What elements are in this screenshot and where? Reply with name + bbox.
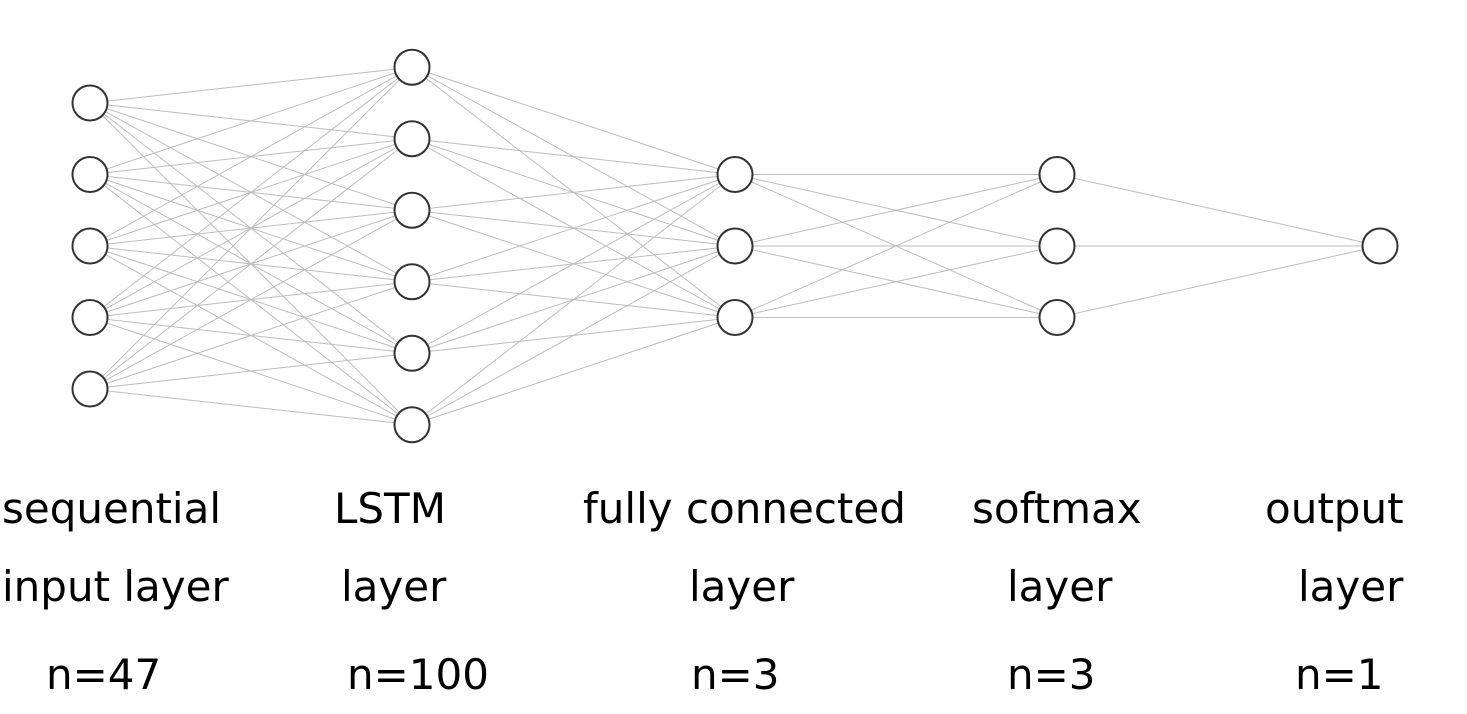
connection-input-5-to-lstm-3 — [89, 209, 413, 390]
lstm-layer-count: n=100 — [347, 650, 489, 699]
input-layer-count: n=47 — [46, 650, 162, 699]
connection-softmax-3-to-output-1 — [1056, 245, 1381, 318]
input-neuron-5 — [71, 370, 109, 408]
connection-input-5-to-lstm-6 — [89, 388, 413, 426]
softmax-neuron-1 — [1038, 156, 1076, 193]
lstm-layer-title-line2: layer — [341, 562, 447, 611]
connection-input-2-to-lstm-1 — [89, 66, 413, 175]
lstm-neuron-1 — [393, 48, 431, 86]
connection-input-5-to-lstm-1 — [89, 66, 413, 390]
connection-input-1-to-lstm-1 — [89, 66, 413, 104]
lstm-neuron-5 — [393, 334, 431, 372]
connection-softmax-1-to-output-1 — [1056, 174, 1381, 247]
connection-input-4-to-lstm-1 — [89, 66, 413, 318]
output-neuron-1 — [1361, 227, 1399, 265]
fc-layer-count: n=3 — [691, 650, 780, 699]
softmax-layer-count: n=3 — [1007, 650, 1096, 699]
neurons — [71, 48, 1399, 444]
connection-lstm-6-to-fc-2 — [411, 245, 736, 426]
connection-input-3-to-lstm-1 — [89, 66, 413, 247]
output-layer-title-line1: output — [1265, 484, 1404, 533]
input-neuron-4 — [71, 299, 109, 336]
connection-fc-2-to-softmax-1 — [734, 174, 1058, 247]
connection-fc-3-to-softmax-2 — [734, 245, 1058, 318]
connection-input-5-to-lstm-2 — [89, 138, 413, 390]
fc-neuron-1 — [716, 156, 754, 193]
output-layer-count: n=1 — [1295, 650, 1384, 699]
input-layer-title-line1: sequential — [2, 484, 222, 533]
input-neuron-3 — [71, 227, 109, 265]
lstm-neuron-6 — [393, 406, 431, 444]
connections — [89, 66, 1381, 426]
connection-input-5-to-lstm-4 — [89, 281, 413, 390]
fc-neuron-3 — [716, 299, 754, 336]
softmax-neuron-3 — [1038, 299, 1076, 336]
softmax-layer-title-line1: softmax — [972, 484, 1142, 533]
input-layer-title-line2: input layer — [2, 562, 229, 611]
softmax-layer-title-line2: layer — [1007, 562, 1113, 611]
fc-layer-title-line1: fully connected — [583, 484, 906, 533]
connection-lstm-1-to-fc-1 — [411, 66, 736, 175]
input-neuron-2 — [71, 156, 109, 193]
connection-lstm-5-to-fc-1 — [411, 174, 736, 354]
softmax-neuron-2 — [1038, 227, 1076, 265]
connection-lstm-3-to-fc-1 — [411, 174, 736, 211]
connection-input-5-to-lstm-5 — [89, 352, 413, 390]
connection-lstm-4-to-fc-1 — [411, 174, 736, 283]
fc-layer-title-line2: layer — [689, 562, 795, 611]
connection-lstm-2-to-fc-1 — [411, 138, 736, 175]
connection-lstm-6-to-fc-1 — [411, 174, 736, 426]
connection-lstm-6-to-fc-3 — [411, 317, 736, 426]
lstm-neuron-3 — [393, 191, 431, 229]
connection-fc-3-to-softmax-1 — [734, 174, 1058, 318]
input-neuron-1 — [71, 84, 109, 122]
output-layer-title-line2: layer — [1298, 562, 1404, 611]
lstm-layer-title-line1: LSTM — [334, 484, 446, 533]
fc-neuron-2 — [716, 227, 754, 265]
lstm-neuron-4 — [393, 263, 431, 301]
lstm-neuron-2 — [393, 120, 431, 158]
